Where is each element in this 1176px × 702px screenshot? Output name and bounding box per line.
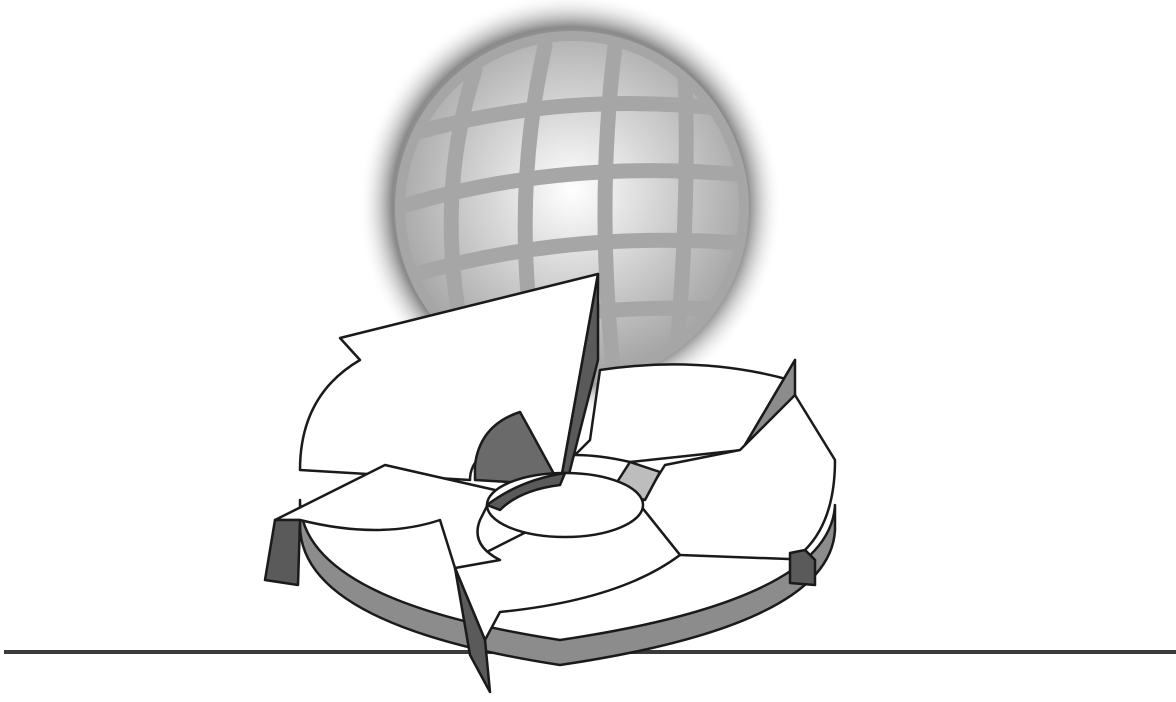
- arrow-right-side: [790, 550, 815, 585]
- ring-hub: [487, 473, 643, 537]
- cycle-arrows-icon: [265, 274, 835, 692]
- arrow-left-side: [265, 520, 300, 585]
